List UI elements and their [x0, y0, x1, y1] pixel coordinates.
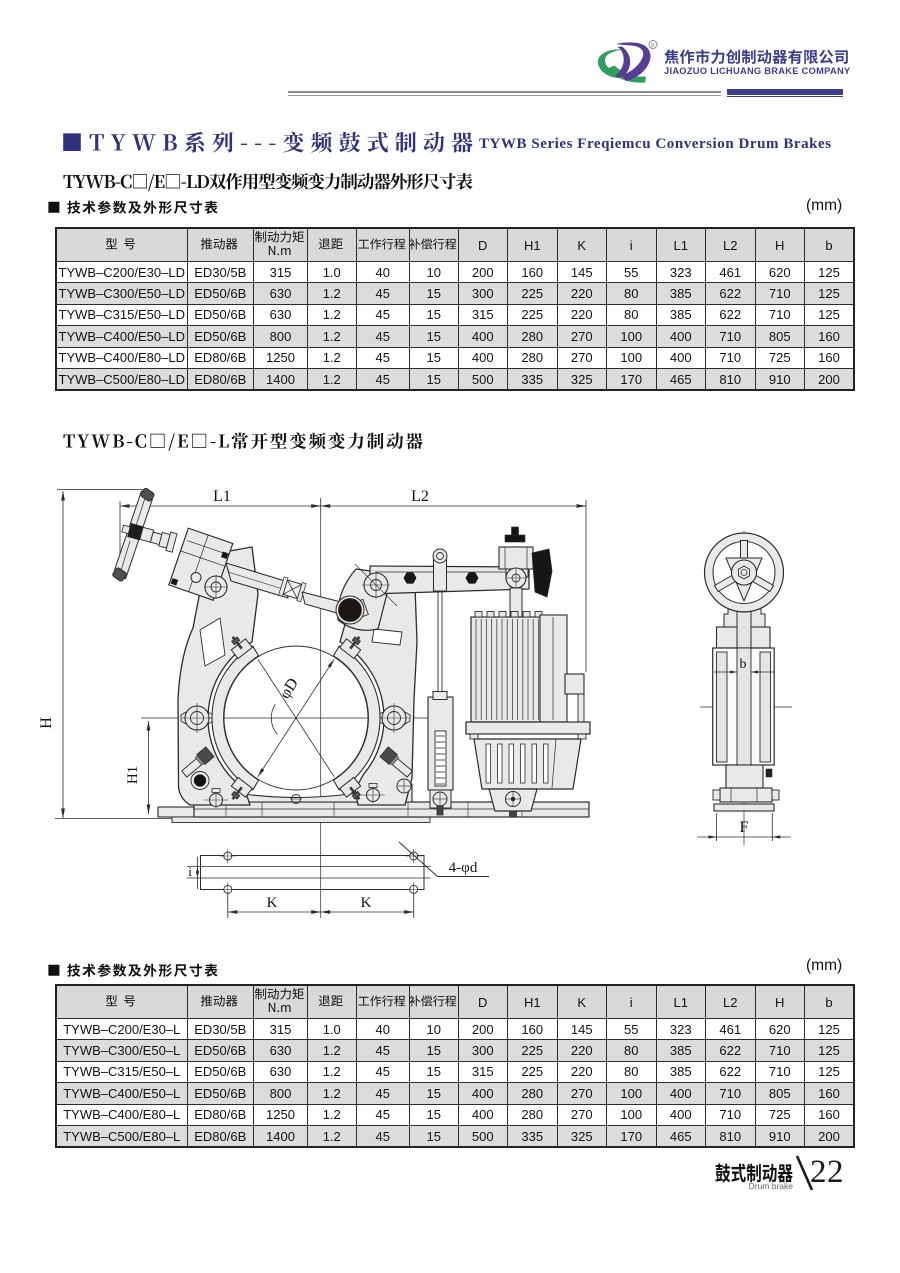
svg-text:b: b: [740, 657, 747, 672]
svg-text:R: R: [651, 43, 655, 49]
svg-text:φD: φD: [276, 675, 302, 702]
svg-text:K: K: [361, 895, 372, 911]
svg-text:L2: L2: [411, 488, 429, 505]
svg-text:i: i: [188, 864, 192, 879]
svg-text:H: H: [38, 717, 55, 729]
svg-text:F: F: [740, 819, 749, 836]
svg-text:H1: H1: [125, 766, 141, 784]
svg-text:4-φd: 4-φd: [449, 860, 478, 876]
svg-text:K: K: [267, 895, 278, 911]
svg-text:L1: L1: [213, 488, 231, 505]
